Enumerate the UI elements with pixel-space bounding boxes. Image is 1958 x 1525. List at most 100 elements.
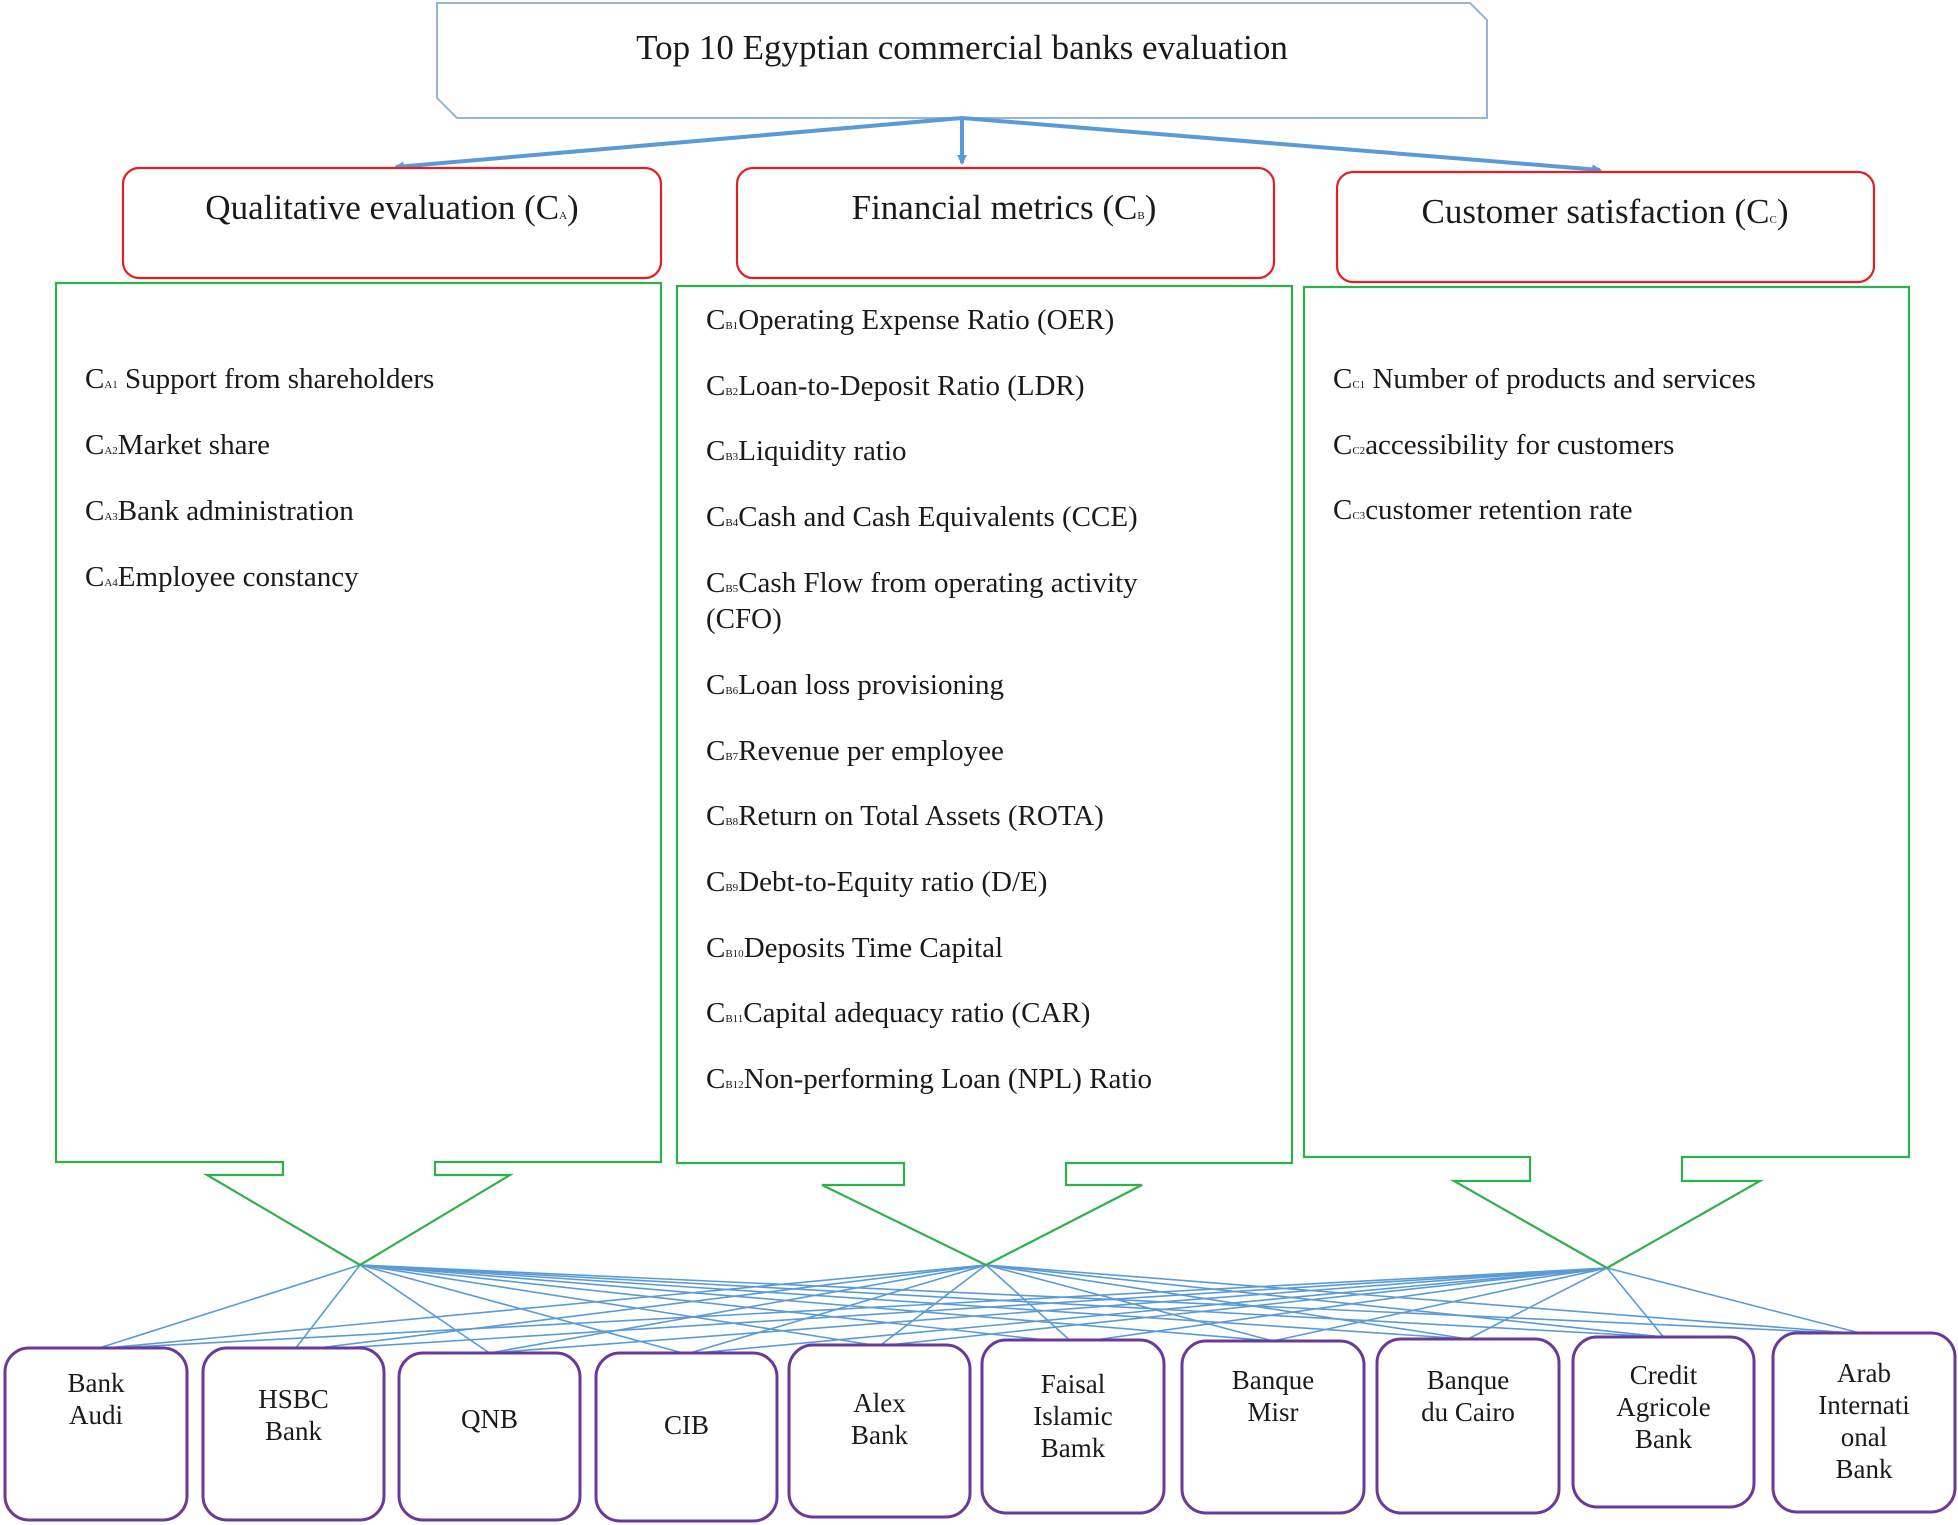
criterion-item: CA4Employee constancy [85, 561, 359, 593]
bank-name-line: Bamk [1041, 1433, 1106, 1463]
criterion-item: CA1 Support from shareholders [85, 363, 434, 395]
bank-name-line: Arab [1837, 1358, 1891, 1388]
criterion-item: CB7Revenue per employee [706, 735, 1004, 767]
category-financial: Financial metrics (CB) [735, 166, 1276, 280]
criterion-item: CC1 Number of products and services [1333, 363, 1756, 395]
bank-name-line: Bank [851, 1420, 908, 1450]
arrow-to-qualitative [394, 116, 963, 172]
link-line [686, 1267, 1608, 1355]
bank-box [1375, 1337, 1561, 1515]
bank-box [787, 1343, 972, 1519]
link-line [879, 1264, 987, 1347]
link-line [985, 1264, 1865, 1335]
criterion-item: CB2Loan-to-Deposit Ratio (LDR) [706, 370, 1085, 402]
criterion-item: CC2accessibility for customers [1333, 429, 1674, 461]
title-arrows [394, 116, 1602, 175]
title-box [436, 2, 1488, 119]
bank-box [1771, 1331, 1957, 1514]
link-line [359, 1264, 490, 1354]
bank-node: CIB [594, 1351, 779, 1523]
link-line [95, 1264, 987, 1350]
category-title: Customer satisfaction (CC) [1421, 192, 1788, 231]
link-line [985, 1264, 1469, 1340]
category-box [1335, 170, 1876, 284]
link-line [359, 1264, 1274, 1342]
bank-name-line: Banque [1232, 1365, 1314, 1395]
bank-box [1180, 1339, 1366, 1515]
criterion-item: CB4Cash and Cash Equivalents (CCE) [706, 501, 1138, 533]
criterion-item: CB8Return on Total Assets (ROTA) [706, 800, 1104, 832]
criterion-item: CB3Liquidity ratio [706, 435, 907, 467]
criterion-item: CB5Cash Flow from operating activity [706, 567, 1138, 599]
bank-name-line: Banque [1427, 1365, 1509, 1395]
link-line [293, 1264, 987, 1352]
criteria-list-customer: CC1 Number of products and services CC2a… [1333, 363, 1756, 526]
link-line [359, 1264, 1074, 1344]
criterion-item: CB11Capital adequacy ratio (CAR) [706, 997, 1090, 1029]
category-customer: Customer satisfaction (CC) [1335, 170, 1876, 284]
bank-box [201, 1346, 386, 1522]
bank-name-line: HSBC [258, 1384, 329, 1414]
link-line [292, 1264, 361, 1352]
bank-name-line: Internati [1818, 1390, 1909, 1420]
link-line [359, 1264, 1664, 1338]
title-node: Top 10 Egyptian commercial banks evaluat… [436, 2, 1488, 119]
bank-name-line: Islamic [1033, 1401, 1112, 1431]
bank-links [95, 1264, 1865, 1355]
bank-name-line: Bank [265, 1416, 322, 1446]
bank-name-line: Bank [68, 1368, 125, 1398]
criteria-box-customer [1302, 285, 1911, 1270]
bank-box [980, 1338, 1166, 1515]
criterion-item-continuation: (CFO) [706, 603, 782, 635]
link-line [489, 1264, 987, 1354]
bank-box [1571, 1335, 1756, 1509]
link-line [1272, 1267, 1608, 1342]
bank-name-line: QNB [461, 1404, 518, 1434]
criterion-item: CA3Bank administration [85, 495, 354, 527]
criterion-item: CA2Market share [85, 429, 270, 461]
bank-name-line: Bank [1635, 1424, 1692, 1454]
bank-name-line: CIB [664, 1410, 709, 1440]
diagram-title: Top 10 Egyptian commercial banks evaluat… [636, 28, 1288, 67]
category-title: Qualitative evaluation (CA) [205, 188, 578, 227]
bank-node: QNB [397, 1351, 582, 1522]
category-box [121, 166, 663, 280]
link-line [1467, 1267, 1608, 1340]
criterion-item: CB9Debt-to-Equity ratio (D/E) [706, 866, 1047, 898]
bank-box [3, 1346, 189, 1522]
bank-name-line: du Cairo [1421, 1397, 1515, 1427]
link-line [489, 1267, 1608, 1354]
criteria-list-qualitative: CA1 Support from shareholders CA2Market … [85, 363, 434, 593]
bank-name-line: Faisal [1041, 1369, 1106, 1399]
bank-name-line: onal [1841, 1422, 1888, 1452]
bank-box [397, 1351, 582, 1522]
link-line [985, 1264, 1664, 1338]
link-line [95, 1264, 361, 1350]
link-line [1606, 1267, 1665, 1338]
criteria-box-qualitative [54, 281, 663, 1267]
bank-box [594, 1351, 779, 1523]
category-box [735, 166, 1276, 280]
bank-name-line: Alex [853, 1388, 906, 1418]
bank-name-line: Audi [69, 1400, 123, 1430]
criterion-item: CB12Non-performing Loan (NPL) Ratio [706, 1063, 1152, 1095]
link-line [1072, 1267, 1608, 1344]
link-line [359, 1264, 1469, 1340]
bank-name-line: Misr [1247, 1397, 1298, 1427]
criteria-list-financial: CB1Operating Expense Ratio (OER) CB2Loan… [706, 304, 1152, 1095]
link-line [879, 1267, 1608, 1347]
link-line [359, 1264, 687, 1355]
criteria-box-financial [675, 284, 1294, 1267]
bank-name-line: Bank [1836, 1454, 1893, 1484]
criterion-item: CB10Deposits Time Capital [706, 932, 1003, 964]
criterion-item: CB6Loan loss provisioning [706, 669, 1004, 701]
